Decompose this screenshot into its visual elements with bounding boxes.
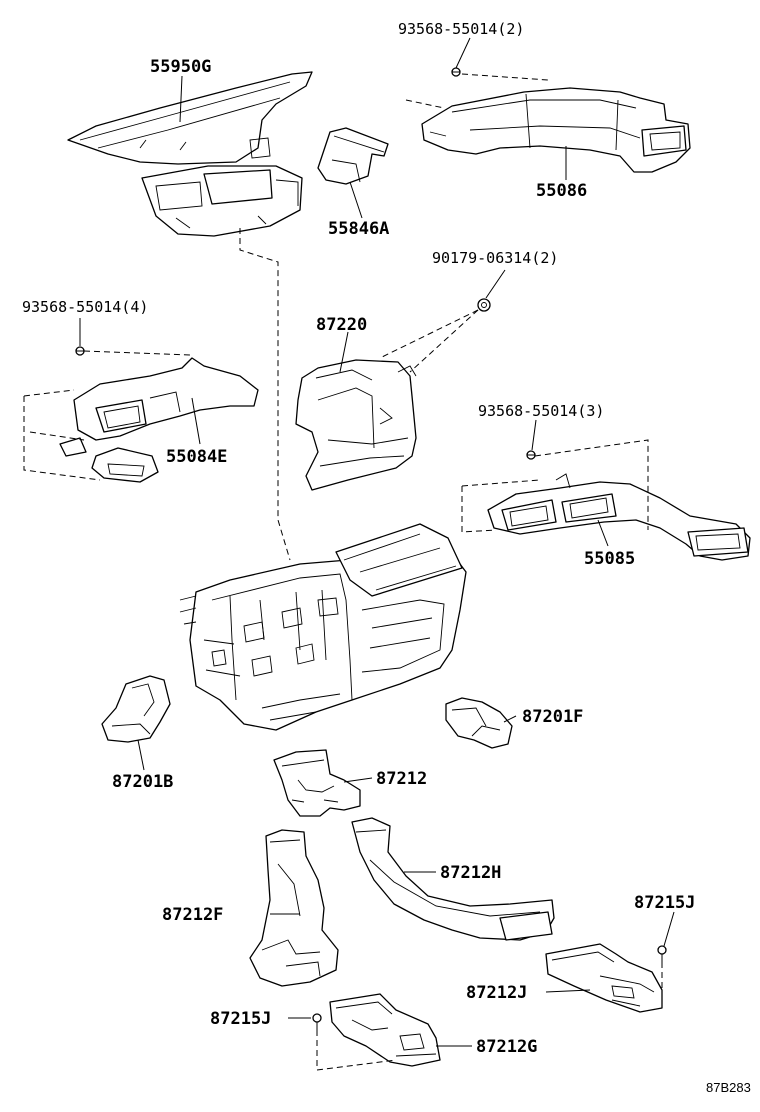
duct-55086-drawing <box>421 87 691 173</box>
label-55085: 55085 <box>584 549 635 569</box>
screw-87215J-b <box>657 945 667 962</box>
screw-87215J-a <box>312 1013 322 1030</box>
diagram-code: 87B283 <box>706 1080 751 1095</box>
duct-87220-drawing <box>295 359 417 491</box>
clip-90179 <box>477 298 491 312</box>
heater-unit-drawing <box>179 523 467 731</box>
label-93568-55014-4: 93568-55014(4) <box>22 298 148 316</box>
screw-93568-c <box>526 450 536 460</box>
duct-87212G-drawing <box>329 993 441 1067</box>
screw-93568-a <box>451 67 461 77</box>
part-labels: 55950G 93568-55014(2) 55086 55846A 90179… <box>22 20 751 1095</box>
duct-55084E-drawing <box>59 357 259 483</box>
duct-87201B-drawing <box>101 675 171 743</box>
leader-lines <box>79 37 675 1047</box>
duct-87212-drawing <box>273 749 361 817</box>
label-55846A: 55846A <box>328 219 389 239</box>
label-93568-55014-3: 93568-55014(3) <box>478 402 604 420</box>
label-87212H: 87212H <box>440 863 501 883</box>
label-87215J-right: 87215J <box>634 893 695 913</box>
label-55084E: 55084E <box>166 447 227 467</box>
label-55086: 55086 <box>536 181 587 201</box>
label-87212F: 87212F <box>162 905 223 925</box>
duct-87212J-drawing <box>545 943 663 1013</box>
label-55950G: 55950G <box>150 57 211 77</box>
label-87212J: 87212J <box>466 983 527 1003</box>
label-87212: 87212 <box>376 769 427 789</box>
label-93568-55014-2: 93568-55014(2) <box>398 20 524 38</box>
label-87201F: 87201F <box>522 707 583 727</box>
label-87212G: 87212G <box>476 1037 537 1057</box>
duct-55085-drawing <box>487 473 751 561</box>
duct-87212F-drawing <box>249 829 339 987</box>
duct-87201F-drawing <box>445 697 513 749</box>
duct-55846A-drawing <box>317 127 389 185</box>
label-90179-06314-2: 90179-06314(2) <box>432 249 558 267</box>
screw-93568-b <box>75 346 85 356</box>
label-87201B: 87201B <box>112 772 173 792</box>
assembly-lines <box>23 73 663 1071</box>
label-87215J-left: 87215J <box>210 1009 271 1029</box>
duct-55950G-drawing <box>67 71 313 237</box>
label-87220: 87220 <box>316 315 367 335</box>
duct-87212H-drawing <box>351 817 555 941</box>
